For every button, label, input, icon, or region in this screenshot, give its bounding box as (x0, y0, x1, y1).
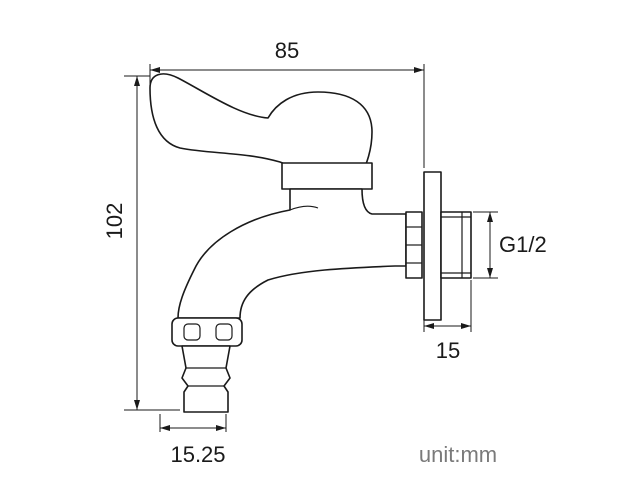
thread-label: G1/2 (499, 232, 547, 257)
flange-depth-label: 15 (436, 338, 460, 363)
width-label: 85 (275, 38, 299, 63)
faucet-body (149, 73, 472, 413)
dimension-thread: G1/2 (487, 212, 547, 278)
dimension-width: 85 (150, 38, 424, 73)
spout-body (177, 188, 407, 319)
dimension-height: 102 (102, 76, 140, 410)
handle-base (281, 162, 373, 190)
height-label: 102 (102, 203, 127, 240)
dimension-flange-depth: 15 (424, 323, 471, 363)
outlet-label: 15.25 (170, 442, 225, 467)
threaded-connector (440, 211, 472, 279)
spout-inner-curve (289, 205, 319, 211)
coupling-slot-right (215, 323, 233, 341)
wall-flange (423, 171, 442, 321)
hose-nozzle (181, 345, 231, 413)
unit-label: unit:mm (419, 442, 497, 467)
lever-handle (149, 73, 373, 173)
coupling-slot-left (183, 323, 201, 341)
dimension-outlet: 15.25 (160, 425, 226, 467)
